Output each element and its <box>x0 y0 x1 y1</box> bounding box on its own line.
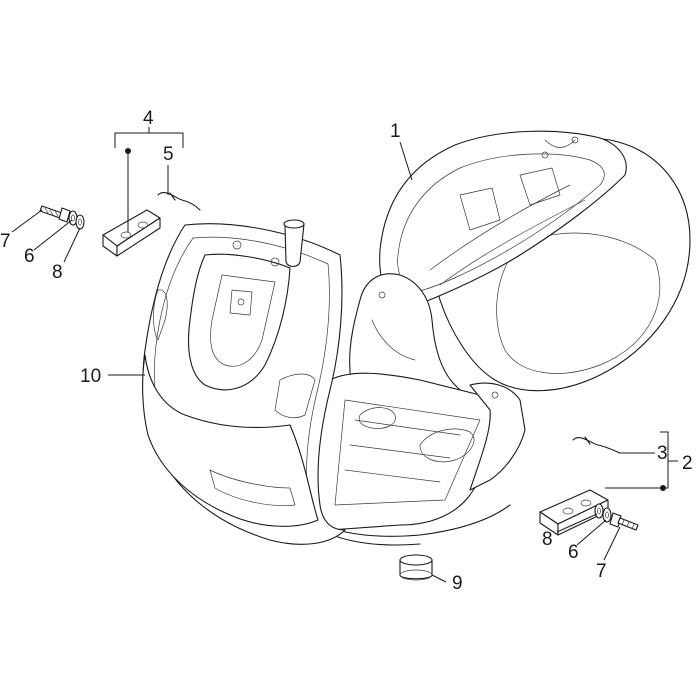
leader-lines <box>11 127 678 583</box>
part-1-body-frame <box>299 130 691 546</box>
callout-1: 1 <box>390 121 401 142</box>
left-fasteners <box>39 205 85 230</box>
callout-6-left: 6 <box>24 246 35 267</box>
callout-5: 5 <box>163 144 174 165</box>
callout-8-left: 8 <box>52 262 63 283</box>
part-9-grommet <box>399 554 433 581</box>
callout-numbers: 1 4 5 7 6 8 10 3 2 8 6 7 9 <box>0 108 693 594</box>
right-fasteners <box>594 503 639 531</box>
callout-2: 2 <box>682 453 693 474</box>
part-10-front-shield <box>142 219 346 545</box>
callout-8-right: 8 <box>542 529 553 550</box>
callout-4: 4 <box>143 108 154 129</box>
callout-7-right: 7 <box>596 561 607 582</box>
callout-4-dot <box>125 148 131 154</box>
callout-10: 10 <box>80 366 101 387</box>
callout-7-left: 7 <box>0 231 11 252</box>
callout-3: 3 <box>657 443 668 464</box>
part-4-left-bracket-assembly <box>102 192 201 257</box>
callout-9: 9 <box>452 573 463 594</box>
callout-2-dot <box>660 485 666 491</box>
callout-6-right: 6 <box>568 542 579 563</box>
